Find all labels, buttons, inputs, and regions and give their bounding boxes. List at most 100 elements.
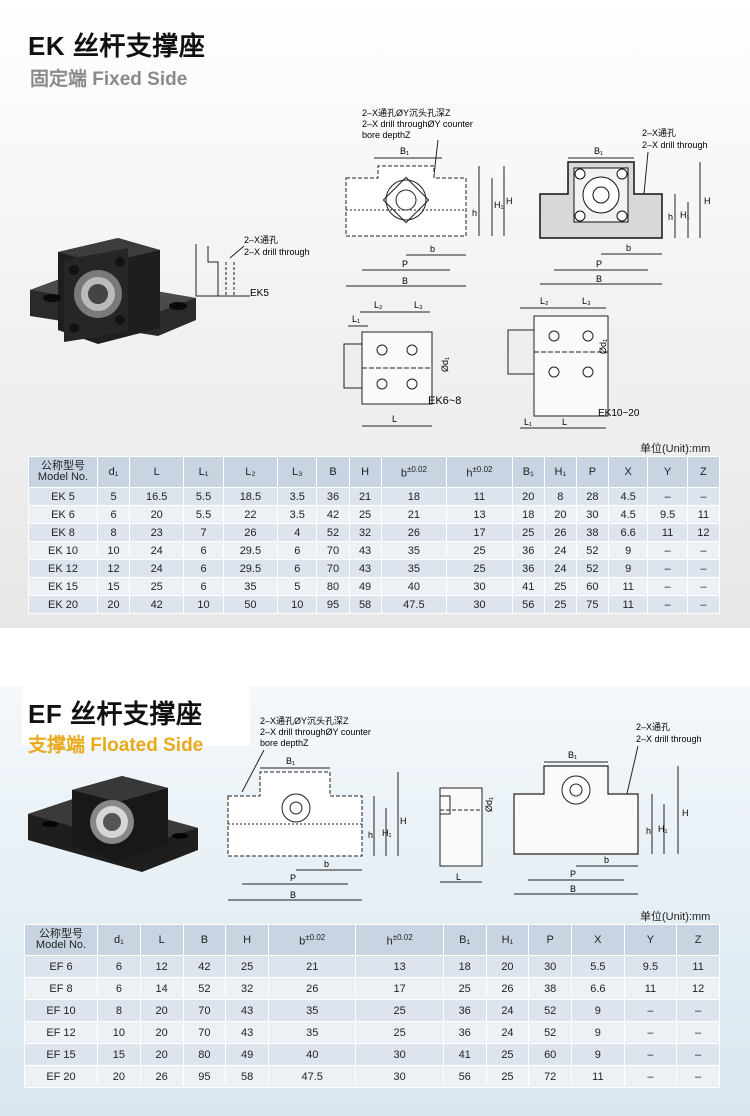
table-cell: – xyxy=(623,999,678,1022)
model-cell: EK 20 xyxy=(28,595,98,614)
table-cell: 20 xyxy=(97,1065,141,1088)
table-cell: 18 xyxy=(380,487,448,506)
ek-col: d₁ xyxy=(96,456,131,488)
table-cell: 60 xyxy=(528,1043,573,1066)
model-cell: EF 10 xyxy=(24,999,98,1022)
table-cell: 12 xyxy=(676,977,720,1000)
table-cell: – xyxy=(647,595,688,614)
model-cell: EK 6 xyxy=(28,505,98,524)
table-cell: – xyxy=(676,1021,720,1044)
ek-col: H₁ xyxy=(543,456,577,488)
ek-dim-h-2: h xyxy=(668,212,673,222)
table-cell: 25 xyxy=(442,977,487,1000)
table-cell: 56 xyxy=(442,1065,487,1088)
table-cell: 11 xyxy=(647,523,688,542)
ek1020-dim-d1: Ød₁ xyxy=(598,339,608,354)
model-cell: EF 15 xyxy=(24,1043,98,1066)
ef-section: EF 丝杆支撑座 支撑端 Floated Side 2–X通孔ØY沉头孔深Z 2… xyxy=(0,686,750,1116)
table-cell: 25 xyxy=(511,523,545,542)
table-cell: 20 xyxy=(139,1021,184,1044)
table-cell: 43 xyxy=(348,541,382,560)
table-cell: 20 xyxy=(139,999,184,1022)
table-cell: 11 xyxy=(446,487,513,506)
table-cell: – xyxy=(623,1043,678,1066)
ef-front-drawing-counterbore: 2–X通孔ØY沉头孔深Z 2–X drill throughØY counter… xyxy=(227,716,407,901)
table-cell: 80 xyxy=(182,1043,227,1066)
table-cell: 4 xyxy=(277,523,318,542)
table-cell: 10 xyxy=(277,595,318,614)
table-cell: – xyxy=(686,595,721,614)
table-cell: 30 xyxy=(446,595,513,614)
ef-side-drawing: Ød₁ L xyxy=(439,787,494,883)
ek-dim-h1: H₁ xyxy=(494,200,504,210)
table-cell: 49 xyxy=(348,577,382,596)
table-cell: – xyxy=(647,577,688,596)
table-cell: 6.6 xyxy=(571,977,625,1000)
table-cell: 35 xyxy=(380,541,448,560)
ef-dim-b: b xyxy=(324,859,329,869)
table-cell: 6 xyxy=(277,541,318,560)
table-cell: 41 xyxy=(442,1043,487,1066)
ek-unit-label: 单位(Unit):mm xyxy=(640,443,711,455)
table-cell: 26 xyxy=(380,523,448,542)
model-cell: EK 15 xyxy=(28,577,98,596)
table-cell: 12 xyxy=(96,559,131,578)
ek-dim-b1: B₁ xyxy=(400,146,409,156)
ef-dim-b1: B₁ xyxy=(286,756,295,766)
ek-dim-b1-2: B₁ xyxy=(594,146,603,156)
table-cell: 42 xyxy=(316,505,350,524)
table-cell: 20 xyxy=(96,595,131,614)
table-cell: 70 xyxy=(316,541,350,560)
table-cell: 8 xyxy=(543,487,577,506)
ef-subtitle: 支撑端 Floated Side xyxy=(28,735,204,756)
ef-dim-L: L xyxy=(456,872,461,882)
ek-dim-b: b xyxy=(430,244,435,254)
model-cell: EK 8 xyxy=(28,523,98,542)
table-cell: 49 xyxy=(225,1043,269,1066)
table-cell: – xyxy=(686,559,721,578)
ek1020-dim-L2: L₂ xyxy=(540,296,549,306)
ek-col-b: b±0.02 xyxy=(380,456,448,488)
ek-col: Y xyxy=(647,456,688,488)
table-cell: 30 xyxy=(575,505,609,524)
ef-dim-b-2: b xyxy=(604,855,609,865)
ek-col: H xyxy=(348,456,382,488)
ek5-drill-en: 2–X drill through xyxy=(244,247,310,257)
ek-dim-h: h xyxy=(472,208,477,218)
table-cell: – xyxy=(647,541,688,560)
ef-drill-en: 2–X drill through xyxy=(636,734,702,744)
table-cell: 70 xyxy=(182,999,227,1022)
table-cell: 4.5 xyxy=(607,505,649,524)
table-cell: 26 xyxy=(267,977,357,1000)
table-cell: 24 xyxy=(129,559,185,578)
ek-drill-en: 2–X drill through xyxy=(642,140,708,150)
table-cell: 26 xyxy=(139,1065,184,1088)
table-cell: 7 xyxy=(183,523,224,542)
ek-col: L₃ xyxy=(277,456,318,488)
ef-dim-P-2: P xyxy=(570,869,576,879)
table-cell: 70 xyxy=(316,559,350,578)
table-cell: 15 xyxy=(97,1043,141,1066)
table-cell: 35 xyxy=(222,577,279,596)
table-cell: 22 xyxy=(222,505,279,524)
table-cell: 35 xyxy=(380,559,448,578)
ef-model-header-cn: 公称型号 xyxy=(39,928,83,940)
table-cell: 32 xyxy=(348,523,382,542)
ef-col-h: h±0.02 xyxy=(355,924,444,956)
table-cell: 52 xyxy=(575,559,609,578)
table-cell: 26 xyxy=(222,523,279,542)
table-cell: – xyxy=(623,1021,678,1044)
table-cell: 5.5 xyxy=(183,487,224,506)
table-cell: 47.5 xyxy=(267,1065,357,1088)
table-cell: 30 xyxy=(446,577,513,596)
table-cell: 70 xyxy=(182,1021,227,1044)
table-cell: 36 xyxy=(316,487,350,506)
ek-dim-B: B xyxy=(402,276,408,286)
ek-dim-P: P xyxy=(402,259,408,269)
table-cell: 17 xyxy=(355,977,444,1000)
